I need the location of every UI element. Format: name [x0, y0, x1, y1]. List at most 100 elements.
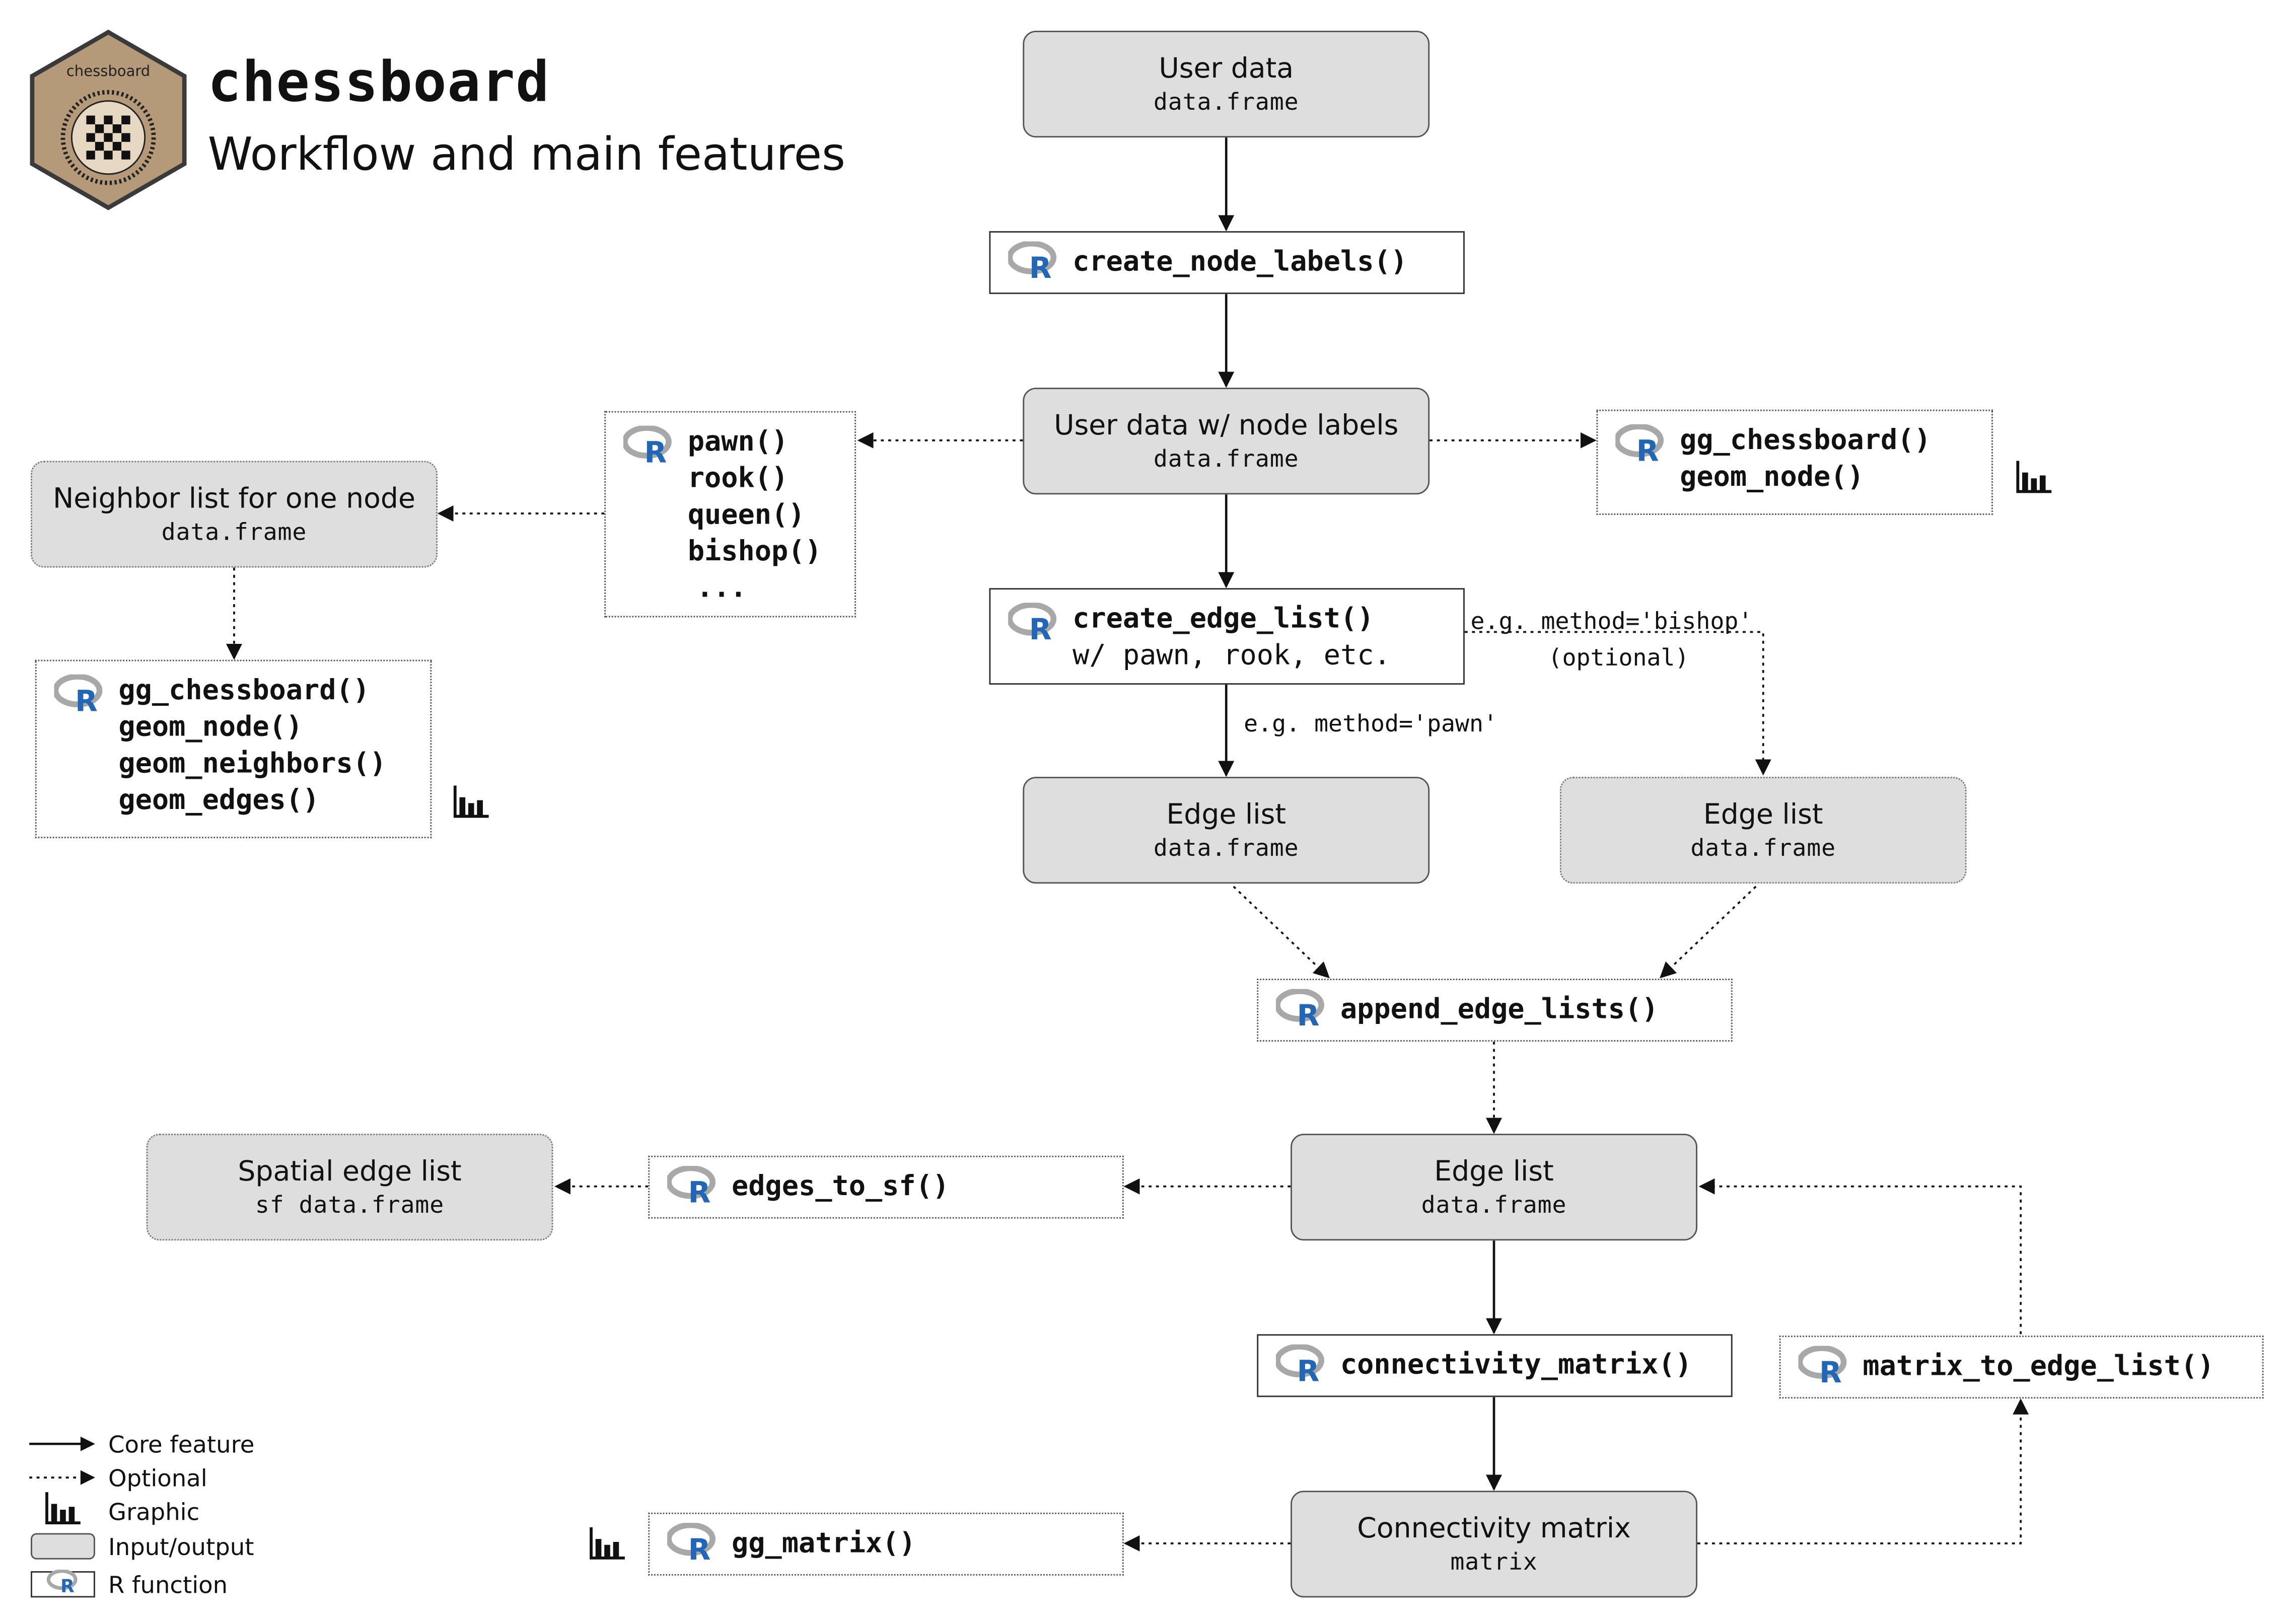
fn-name: rook() [687, 462, 789, 495]
fn-name: create_edge_list() [1073, 603, 1374, 635]
fn-create-node-labels: R create_node_labels() [989, 231, 1465, 294]
node-title: Neighbor list for one node [52, 482, 415, 514]
note-method-bishop: e.g. method='bishop' [1470, 607, 1753, 635]
board-square [104, 133, 113, 142]
node-edge-list-optional: Edge list data.frame [1559, 777, 1967, 884]
legend-label: Core feature [108, 1430, 255, 1458]
board-square [95, 151, 104, 160]
board-square [95, 115, 104, 125]
fn-name: bishop() [687, 535, 822, 568]
fn-name: geom_neighbors() [118, 747, 387, 780]
svg-text:R: R [645, 435, 667, 464]
fn-append-edge-lists: R append_edge_lists() [1257, 979, 1733, 1042]
fn-name: geom_node() [1680, 461, 1864, 493]
fn-edges-to-sf: R edges_to_sf() [648, 1155, 1124, 1219]
r-logo-icon: R [1007, 602, 1058, 646]
node-type: data.frame [1153, 444, 1299, 472]
chessboard-hex-logo: chessboard [30, 29, 187, 210]
node-type: data.frame [1690, 833, 1836, 861]
board-square [112, 133, 122, 142]
fn-name: queen() [687, 498, 805, 531]
legend-core: Core feature [29, 1428, 254, 1460]
board-square [104, 141, 113, 151]
r-logo-icon: R [46, 1569, 79, 1599]
svg-text:R: R [1297, 998, 1320, 1026]
legend-optional: Optional [29, 1461, 207, 1494]
bar-chart-icon [44, 1491, 82, 1531]
board-square [121, 133, 130, 142]
node-type: sf data.frame [255, 1190, 445, 1218]
optional-arrow [1659, 885, 1757, 979]
legend-graphic: Graphic [29, 1492, 200, 1527]
dotted-arrow-icon [29, 1470, 95, 1485]
svg-text:R: R [688, 1531, 711, 1560]
fn-create-edge-list: R create_edge_list() w/ pawn, rook, etc. [989, 588, 1465, 685]
board-square [112, 115, 122, 125]
node-title: Spatial edge list [238, 1155, 462, 1188]
svg-text:R: R [688, 1174, 711, 1203]
node-title: Edge list [1434, 1155, 1554, 1188]
board-square [104, 151, 113, 160]
fn-name: edges_to_sf() [732, 1170, 950, 1203]
r-logo-icon: R [622, 425, 673, 470]
fn-plot-nodes: R gg_chessboard() geom_node() [1596, 409, 1993, 515]
board-square [95, 141, 104, 151]
r-logo-icon: R [1274, 1343, 1326, 1387]
bar-chart-icon [2015, 459, 2053, 500]
svg-text:R: R [1819, 1355, 1842, 1383]
fn-name: gg_chessboard() [1680, 424, 1931, 457]
r-logo-icon: R [1614, 423, 1665, 468]
legend-label: Graphic [108, 1497, 200, 1525]
node-type: data.frame [161, 517, 307, 545]
node-title: User data w/ node labels [1054, 409, 1399, 441]
svg-text:R: R [75, 684, 98, 712]
node-edge-list-final: Edge list data.frame [1291, 1134, 1697, 1241]
fn-name: geom_edges() [118, 784, 320, 817]
fn-ellipsis: ... [696, 572, 747, 605]
r-logo-icon: R [666, 1521, 717, 1566]
node-edge-list-core: Edge list data.frame [1023, 777, 1430, 884]
svg-text:R: R [1636, 433, 1659, 462]
optional-arrow [1698, 1178, 2022, 1335]
fn-name: pawn() [687, 425, 789, 458]
bar-chart-icon [452, 784, 490, 825]
board-square [112, 151, 122, 160]
board-square [86, 133, 95, 142]
note-method-pawn: e.g. method='pawn' [1244, 709, 1497, 737]
r-logo-icon: R [1274, 987, 1326, 1032]
page-title: chessboard [207, 49, 550, 114]
legend-label: Input/output [108, 1532, 254, 1561]
board-square [121, 124, 130, 133]
note-optional: (optional) [1548, 643, 1689, 672]
node-type: data.frame [1153, 833, 1299, 861]
r-logo-icon: R [1797, 1344, 1848, 1389]
optional-arrow [1697, 1398, 2029, 1544]
fn-matrix-to-edge-list: R matrix_to_edge_list() [1779, 1336, 2264, 1399]
board-square [86, 151, 95, 160]
board-square [95, 133, 104, 142]
fn-name: gg_chessboard() [118, 674, 370, 707]
fn-name: matrix_to_edge_list() [1863, 1350, 2214, 1383]
board-square [86, 115, 95, 125]
svg-text:R: R [1029, 612, 1052, 641]
board-square [86, 124, 95, 133]
board-square [121, 141, 130, 151]
r-logo-icon: R [52, 674, 104, 718]
board-square [95, 124, 104, 133]
legend-io: Input/output [29, 1530, 254, 1563]
fn-movers: R pawn() rook() queen() bishop() ... [604, 411, 856, 618]
legend-rfun: R R function [29, 1568, 228, 1600]
logo-text: chessboard [66, 62, 150, 80]
io-swatch [31, 1533, 95, 1560]
fn-name: geom_node() [118, 711, 303, 744]
node-title: Connectivity matrix [1357, 1512, 1631, 1544]
legend-label: R function [108, 1570, 228, 1598]
fn-plot-neighbors: R gg_chessboard() geom_node() geom_neigh… [35, 659, 432, 839]
r-logo-icon: R [666, 1164, 717, 1209]
r-logo-icon: R [1007, 240, 1058, 284]
board-square [86, 141, 95, 151]
node-user-data-labels: User data w/ node labels data.frame [1023, 388, 1430, 495]
page-subtitle: Workflow and main features [207, 128, 845, 182]
